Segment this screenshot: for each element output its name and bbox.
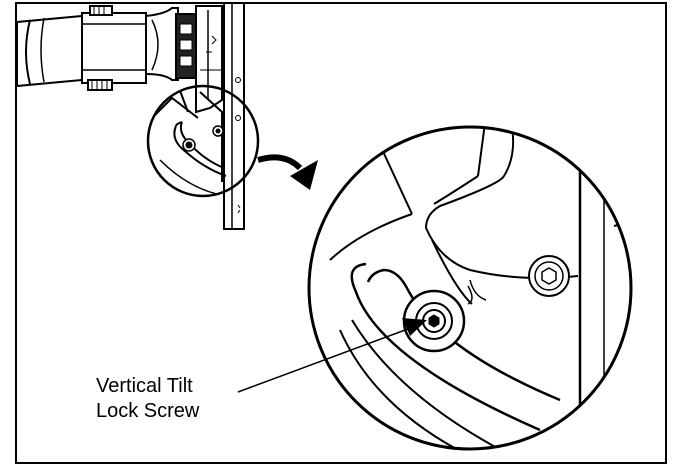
magnifier-circle-large [307, 125, 633, 451]
callout-leader [237, 318, 427, 393]
magnifier-circle-small [146, 84, 260, 198]
mount-bracket [195, 5, 223, 114]
zoom-arrow [257, 154, 318, 190]
mounting-plate [223, 2, 245, 230]
figure-frame [15, 2, 667, 464]
clamp-bolt-bottom [87, 79, 113, 91]
detail-enlarged [329, 127, 624, 449]
callout-label-line1: Vertical Tilt [96, 375, 193, 397]
clamp-bolt-top [89, 5, 113, 16]
callout-label-line2: Lock Screw [96, 400, 200, 422]
